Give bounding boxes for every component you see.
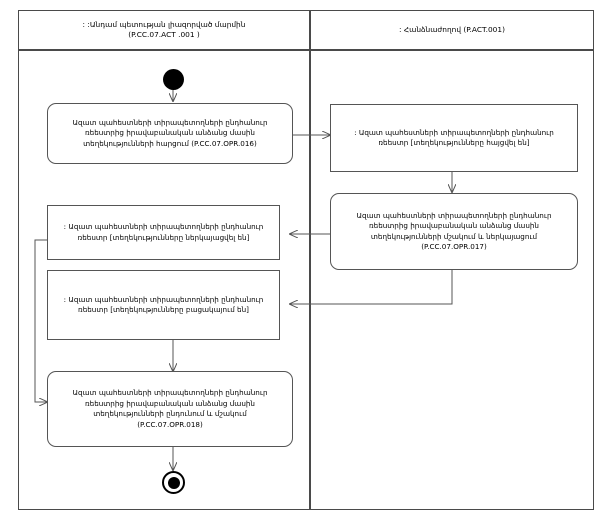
object-label-information-requested: : Ազատ պահեստների տիրապետողների ընդհանու… <box>354 127 554 148</box>
action-node-opr-016[interactable]: Ազատ պահեստների տիրապետողների ընդհանուր … <box>47 103 293 164</box>
swimlane-title-commission: : Հանձնաժողով (P.ACT.001) <box>399 25 505 34</box>
action-label-opr-018: Ազատ պահեստների տիրապետողների ընդհանուր … <box>72 388 268 429</box>
action-node-opr-017[interactable]: Ազատ պահեստների տիրապետողների ընդհանուր … <box>330 193 578 270</box>
final-node <box>162 471 185 494</box>
object-node-information-requested[interactable]: : Ազատ պահեստների տիրապետողների ընդհանու… <box>330 104 578 172</box>
object-label-information-absent: : Ազատ պահեստների տիրապետողների ընդհանու… <box>63 294 264 315</box>
initial-node <box>163 69 184 90</box>
object-label-information-submitted: : Ազատ պահեստների տիրապետողների ընդհանու… <box>63 222 264 242</box>
object-node-information-absent[interactable]: : Ազատ պահեստների տիրապետողների ընդհանու… <box>47 270 280 340</box>
action-node-opr-018[interactable]: Ազատ պահեստների տիրապետողների ընդհանուր … <box>47 371 293 447</box>
action-label-opr-017: Ազատ պահեստների տիրապետողների ընդհանուր … <box>356 210 552 252</box>
action-label-opr-016: Ազատ պահեստների տիրապետողների ընդհանուր … <box>72 117 268 148</box>
swimlane-title-member-state-authority: : :Անդամ պետության լիազորված մարմին (P.C… <box>82 20 246 39</box>
swimlane-header-commission: : Հանձնաժողով (P.ACT.001) <box>310 10 594 50</box>
object-node-information-submitted[interactable]: : Ազատ պահեստների տիրապետողների ընդհանու… <box>47 205 280 260</box>
swimlane-header-member-state-authority: : :Անդամ պետության լիազորված մարմին (P.C… <box>18 10 310 50</box>
